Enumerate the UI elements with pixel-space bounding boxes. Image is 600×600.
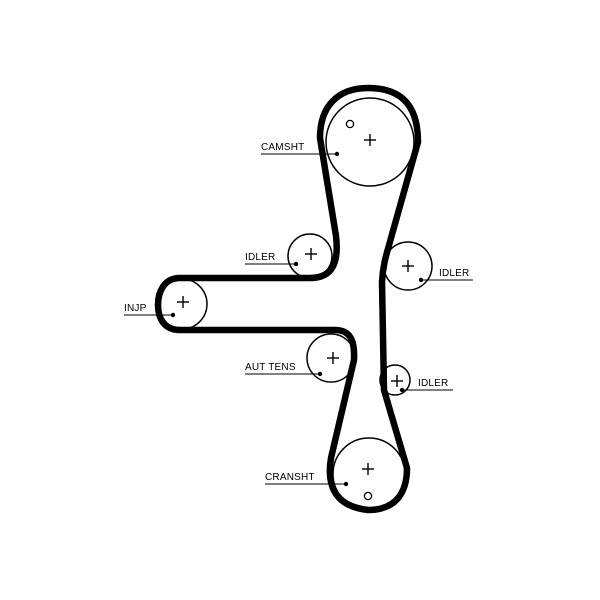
label-idler-right-lower-text: IDLER bbox=[418, 378, 448, 389]
auto-tensioner-pulley bbox=[306, 333, 356, 383]
camshaft-pulley bbox=[325, 97, 415, 187]
injection-pump-pulley bbox=[156, 278, 208, 330]
label-injection-pump: INJP bbox=[124, 303, 176, 318]
idler-pulley-upper-left bbox=[287, 233, 333, 279]
label-auto-tensioner-text: AUT TENS bbox=[245, 362, 296, 373]
label-auto-tensioner: AUT TENS bbox=[245, 362, 323, 377]
label-camshaft: CAMSHT bbox=[261, 142, 340, 157]
label-injection-pump-text: INJP bbox=[124, 303, 147, 314]
idler-pulley-right-upper bbox=[383, 241, 433, 291]
label-idler-right-upper-text: IDLER bbox=[439, 268, 469, 279]
label-crankshaft-text: CRANSHT bbox=[265, 472, 315, 483]
crankshaft-pulley bbox=[332, 437, 406, 511]
label-idler-upper-left: IDLER bbox=[245, 252, 299, 267]
label-idler-upper-left-text: IDLER bbox=[245, 252, 275, 263]
label-idler-right-upper: IDLER bbox=[418, 268, 473, 283]
label-crankshaft: CRANSHT bbox=[265, 472, 349, 487]
timing-belt bbox=[154, 84, 422, 514]
idler-pulley-right-lower bbox=[379, 364, 411, 396]
belt-path bbox=[154, 84, 422, 514]
label-idler-right-lower: IDLER bbox=[399, 378, 453, 393]
label-camshaft-text: CAMSHT bbox=[261, 142, 304, 153]
